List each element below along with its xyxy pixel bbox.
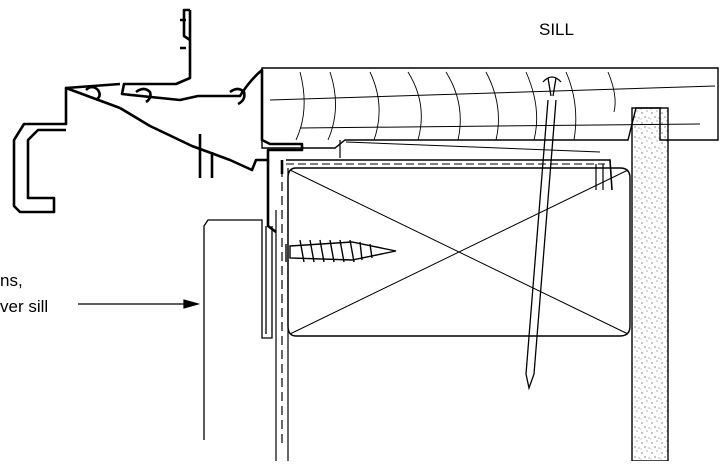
window-frame-extrusion [12,8,304,234]
callout-text-line2: ver sill [0,297,49,316]
callout-text-line1: ns, [0,271,23,290]
metal-flashing [286,140,613,191]
callout-arrow [78,299,201,309]
nail [525,76,562,391]
interior-trim [203,219,273,440]
wood-blocking [287,167,631,337]
sill-label: SILL [539,20,574,39]
membrane [275,168,289,461]
concrete-wall [631,107,669,462]
screw [285,239,397,263]
